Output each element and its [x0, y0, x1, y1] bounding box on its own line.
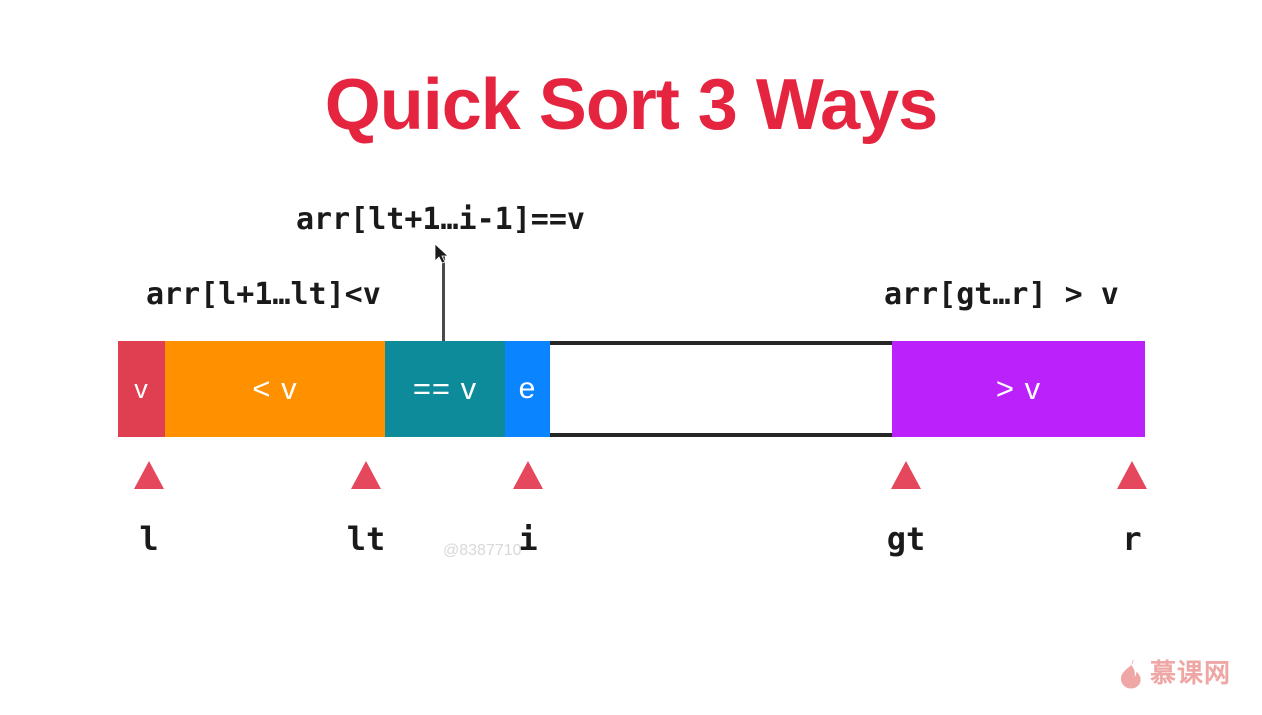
- brand-name: 慕课网: [1150, 659, 1232, 689]
- pointer-marker-lt: [351, 461, 381, 489]
- pointer-marker-r: [1117, 461, 1147, 489]
- annotation-leader-line: [442, 256, 445, 342]
- pointer-label-lt: lt: [346, 520, 386, 558]
- mouse-cursor-icon: [434, 244, 450, 264]
- array-segment-less-than: < v: [165, 341, 385, 437]
- pointer-marker-gt: [891, 461, 921, 489]
- flame-icon: [1120, 659, 1141, 689]
- array-segment-greater-than: > v: [892, 341, 1145, 437]
- brand-logo: 慕课网: [1118, 659, 1231, 689]
- array-segment-current-element: e: [505, 341, 550, 437]
- pointer-marker-i: [513, 461, 543, 489]
- pointer-label-r: r: [1122, 520, 1142, 558]
- array-segment-pivot: v: [118, 341, 165, 437]
- annotation-middle: arr[lt+1…i-1]==v: [296, 202, 585, 237]
- array-segment-unprocessed: [550, 341, 892, 437]
- pointer-label-i: i: [518, 520, 538, 558]
- page-title: Quick Sort 3 Ways: [324, 65, 939, 145]
- array-segment-equal: == v: [385, 341, 505, 437]
- pointer-label-l: l: [139, 520, 159, 558]
- annotation-right: arr[gt…r] > v: [884, 277, 1119, 312]
- watermark: @8387710: [443, 542, 522, 559]
- array-bar: v < v == v e > v: [118, 341, 1145, 437]
- annotation-left: arr[l+1…lt]<v: [146, 277, 381, 312]
- pointer-label-gt: gt: [886, 520, 926, 558]
- pointer-marker-l: [134, 461, 164, 489]
